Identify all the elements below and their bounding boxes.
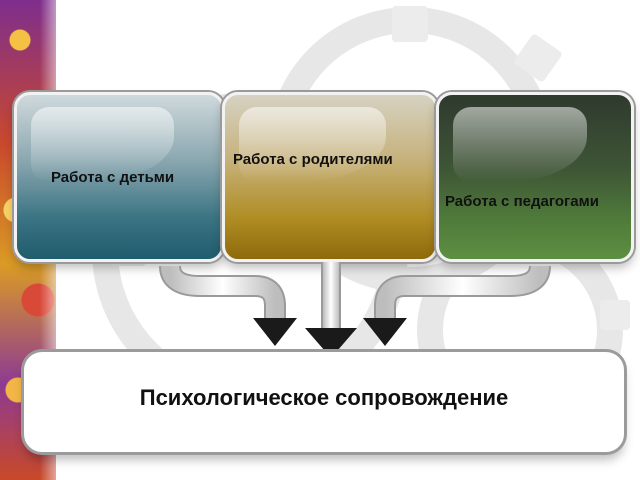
left-curved-arrow	[159, 264, 297, 346]
box-children-label: Работа с детьми	[51, 169, 175, 186]
center-arrow	[305, 262, 357, 358]
box-teachers-label: Работа с педагогами	[445, 193, 599, 210]
box-parents-label: Работа с родителями	[233, 151, 393, 168]
right-curved-arrow	[363, 264, 551, 346]
box-work-with-teachers: Работа с педагогами	[436, 92, 634, 262]
bottom-box-psychological-support: Психологическое сопровождение	[24, 352, 624, 452]
bottom-box-label: Психологическое сопровождение	[139, 385, 509, 410]
box-work-with-parents: Работа с родителями	[222, 92, 438, 262]
